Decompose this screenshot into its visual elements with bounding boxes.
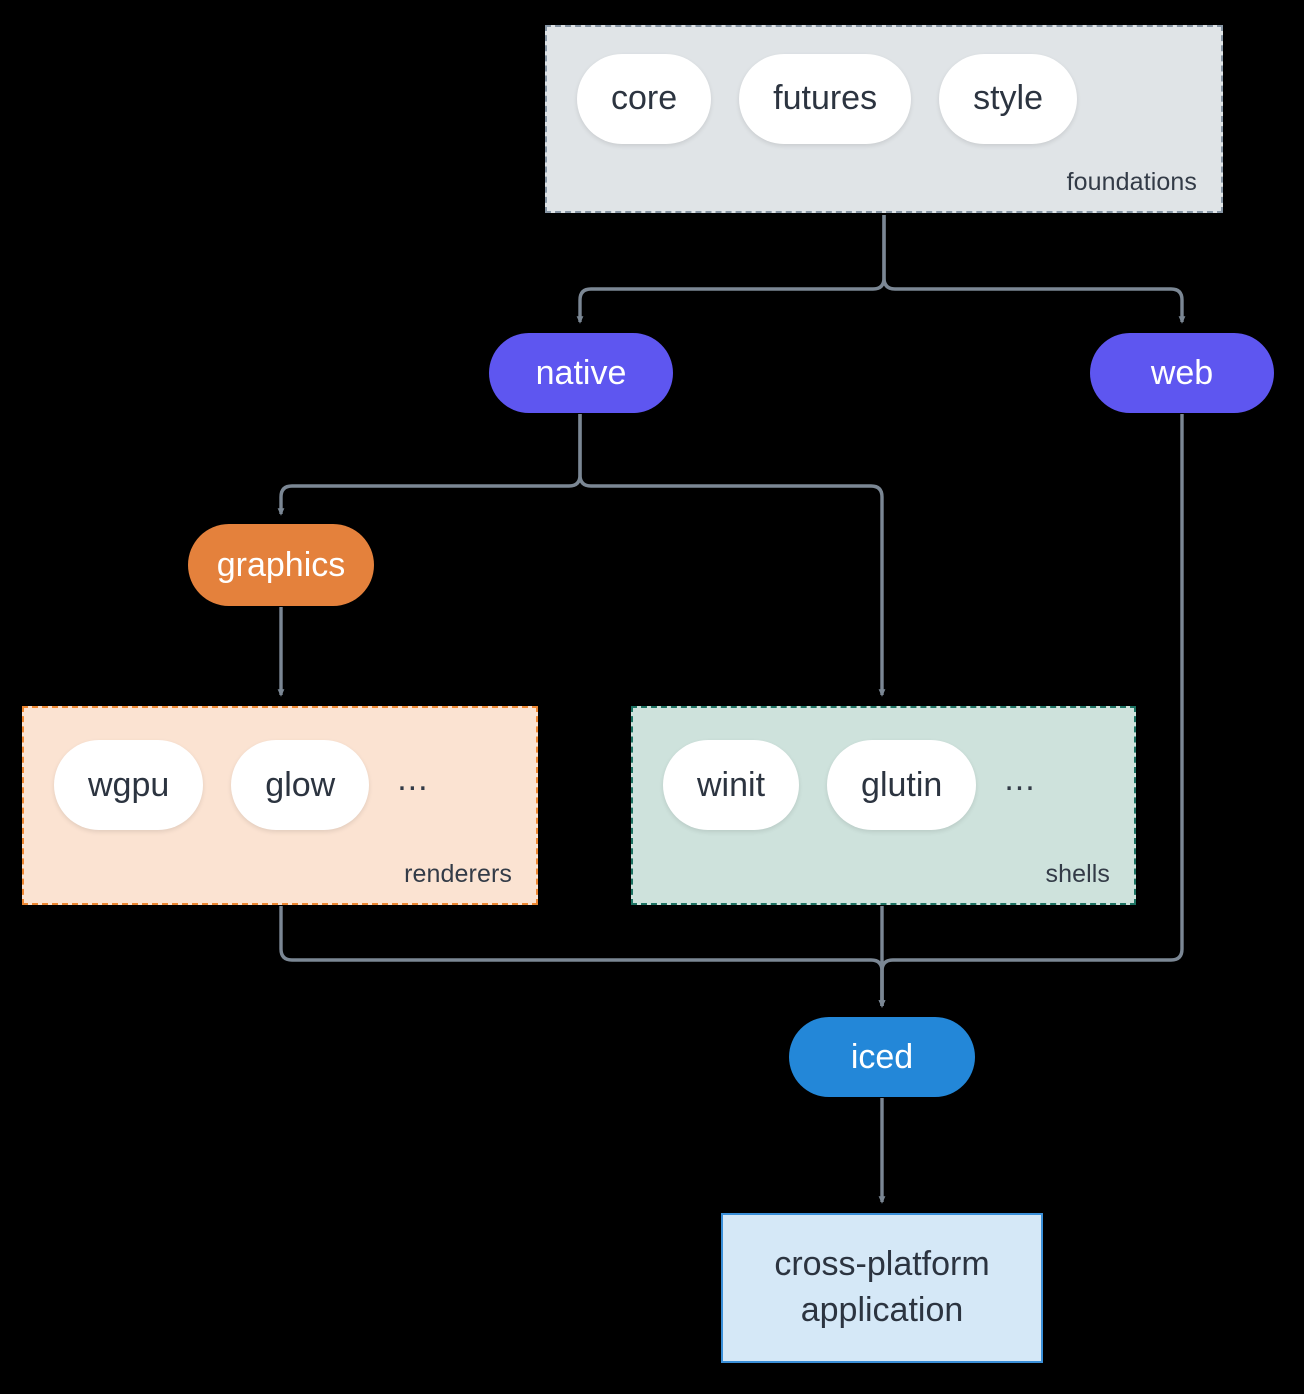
pill-winit[interactable]: winit (663, 740, 800, 830)
node-web[interactable]: web (1090, 333, 1274, 413)
shells-ellipsis: ... (1004, 760, 1036, 798)
node-graphics[interactable]: graphics (188, 524, 374, 606)
edge-native-graphics (277, 414, 582, 516)
group-label-foundations: foundations (1066, 168, 1197, 196)
shells-pill-row: winit glutin ... (633, 708, 1134, 862)
pill-futures[interactable]: futures (739, 53, 912, 144)
group-renderers: wgpu glow ... renderers (22, 706, 538, 905)
pill-glow[interactable]: glow (231, 740, 370, 830)
pill-glutin[interactable]: glutin (827, 740, 977, 830)
node-cross-platform-application[interactable]: cross-platform application (721, 1213, 1043, 1363)
pill-wgpu[interactable]: wgpu (54, 740, 204, 830)
pill-core[interactable]: core (577, 53, 712, 144)
node-native[interactable]: native (489, 333, 673, 413)
node-iced[interactable]: iced (789, 1017, 975, 1097)
renderers-pill-row: wgpu glow ... (24, 708, 536, 862)
edge-foundations-web (882, 215, 1186, 324)
group-foundations: core futures style foundations (545, 25, 1223, 213)
edge-native-shells (578, 414, 886, 697)
renderers-ellipsis: ... (397, 760, 429, 798)
edge-renderers-iced (279, 906, 886, 1008)
group-label-renderers: renderers (404, 860, 512, 888)
edge-foundations-native (576, 215, 886, 324)
group-shells: winit glutin ... shells (631, 706, 1136, 905)
pill-style[interactable]: style (939, 53, 1078, 144)
foundations-pill-row: core futures style (547, 27, 1221, 170)
application-label-line1: cross-platform (774, 1245, 990, 1284)
group-label-shells: shells (1045, 860, 1110, 888)
application-label-line2: application (800, 1291, 964, 1329)
